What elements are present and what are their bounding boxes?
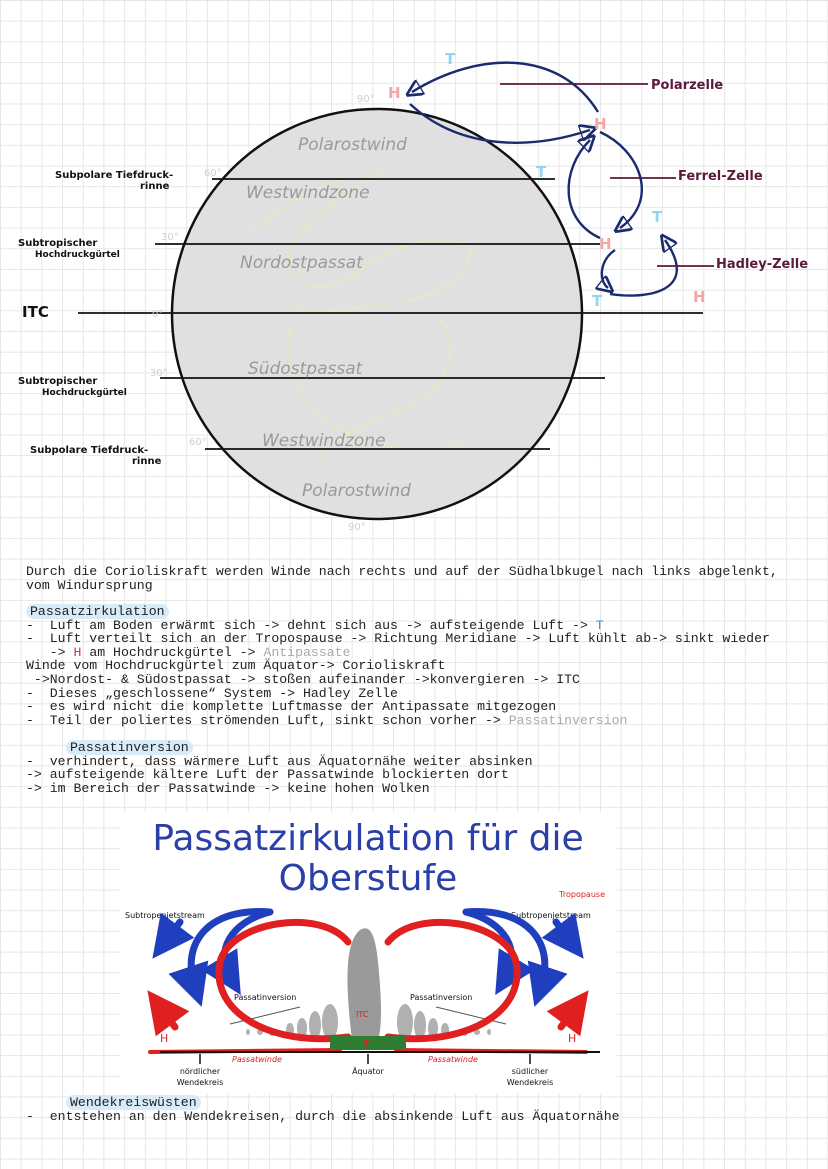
jetstream-label: Subtropenjetstream	[125, 911, 205, 920]
subtropic-south-label: Subtropischer	[18, 376, 97, 387]
section-heading: Passatinversion	[66, 740, 193, 755]
text-line: - Teil der poliertes strömenden Luft, si…	[26, 712, 628, 728]
tropic-label: südlicher	[512, 1067, 549, 1076]
atmospheric-circulation-diagram: 90° 60° 30° 0° 30° 60° 90° Polarostwind …	[18, 50, 808, 533]
tropopause-label: Tropopause	[558, 890, 605, 899]
high-pressure-marker: H	[73, 644, 82, 660]
text-line: - Luft am Boden erwärmt sich -> dehnt si…	[26, 617, 604, 633]
passatinversion-section: Passatinversion - verhindert, dass wärme…	[26, 740, 816, 796]
zone-label: Südostpassat	[248, 359, 364, 379]
high-pressure-marker: H	[388, 84, 401, 102]
intro-paragraph: Durch die Corioliskraft werden Winde nac…	[26, 565, 816, 592]
wind-swirls	[249, 169, 471, 461]
zone-label: Polarostwind	[302, 481, 411, 501]
subtropic-north-label: Subtropischer	[18, 238, 97, 249]
low-pressure-marker: T	[595, 617, 604, 633]
low-pressure-marker: T	[536, 163, 547, 181]
low-pressure-marker: T	[592, 292, 603, 310]
passatwinde-label: Passatwinde	[428, 1055, 478, 1064]
text-line: -> aufsteigende kältere Luft der Passatw…	[26, 767, 509, 783]
latitude-lines	[78, 178, 703, 450]
h-figure-label: H	[160, 1032, 168, 1045]
zone-label: Nordostpassat	[240, 253, 364, 273]
jetstream-label: Subtropenjetstream	[511, 911, 591, 920]
degree-label: 90°	[348, 522, 366, 533]
degree-label: 0°	[152, 309, 163, 320]
subtropic-north-label: Hochdruckgürtel	[35, 250, 120, 260]
passatzirkulation-section: Passatzirkulation - Luft am Boden erwärm…	[26, 604, 816, 728]
degree-label: 60°	[204, 168, 222, 179]
figure-title: Passatzirkulation für die	[152, 818, 583, 859]
text-line: Winde vom Hochdruckgürtel zum Äquator-> …	[26, 658, 446, 674]
ferrel-zelle-label: Ferrel-Zelle	[678, 169, 763, 184]
degree-label: 60°	[189, 437, 207, 448]
text-line: - Luft verteilt sich an der Tropospause …	[26, 631, 770, 647]
degree-label: 30°	[161, 232, 179, 243]
zone-label: Westwindzone	[262, 431, 386, 451]
subpolar-north-label: Subpolare Tiefdruck-	[55, 170, 173, 181]
text-line: - es wird nicht die komplette Luftmasse …	[26, 699, 557, 715]
itc-label: ITC	[22, 303, 49, 321]
text-line: - verhindert, dass wärmere Luft aus Äqua…	[26, 753, 533, 769]
zone-label: Westwindzone	[246, 183, 370, 203]
section-heading: Passatzirkulation	[26, 604, 169, 619]
t-figure-label: T	[362, 1038, 370, 1051]
section-heading: Wendekreiswüsten	[66, 1095, 201, 1110]
degree-label: 90°	[357, 94, 375, 105]
low-pressure-marker: T	[652, 208, 663, 226]
degree-label: 30°	[150, 368, 168, 379]
polarzelle-label: Polarzelle	[651, 78, 723, 93]
subtropic-south-label: Hochdruckgürtel	[42, 388, 127, 398]
tropic-label: Wendekreis	[177, 1078, 224, 1087]
text-line: -> im Bereich der Passatwinde -> keine h…	[26, 780, 430, 796]
passatinversion-label: Passatinversion	[234, 993, 296, 1002]
text-line: - Dieses „geschlossene“ System -> Hadley…	[26, 685, 398, 701]
text-line: Durch die Corioliskraft werden Winde nac…	[26, 564, 778, 579]
hadley-zelle-label: Hadley-Zelle	[716, 257, 808, 272]
high-pressure-marker: H	[693, 288, 706, 306]
equator-label: Äquator	[352, 1066, 384, 1076]
globe	[170, 107, 584, 521]
tropic-label: Wendekreis	[507, 1078, 554, 1087]
text-line: - entstehen an den Wendekreisen, durch d…	[26, 1108, 620, 1124]
passat-circulation-figure: Passatzirkulation für die Oberstufe Trop…	[120, 812, 616, 1094]
h-figure-label: H	[568, 1032, 576, 1045]
figure-title: Oberstufe	[279, 858, 458, 899]
text-line: vom Windursprung	[26, 577, 153, 593]
zone-label: Polarostwind	[298, 135, 407, 155]
high-pressure-marker: H	[599, 235, 612, 253]
itc-figure-label: ITC	[356, 1010, 369, 1019]
passatinversion-label: Passatinversion	[410, 993, 472, 1002]
wendekreiswuesten-section: Wendekreiswüsten - entstehen an den Wend…	[26, 1095, 816, 1124]
text-line: ->Nordost- & Südostpassat -> stoßen aufe…	[26, 671, 580, 687]
subpolar-south-label: rinne	[132, 456, 162, 467]
passatwinde-label: Passatwinde	[232, 1055, 282, 1064]
high-pressure-marker: H	[594, 115, 607, 133]
subpolar-north-label: rinne	[140, 181, 170, 192]
tropic-label: nördlicher	[180, 1067, 221, 1076]
low-pressure-marker: T	[445, 50, 456, 68]
circulation-arrows	[410, 61, 679, 297]
text-line: -> H am Hochdruckgürtel -> Antipassate	[26, 644, 351, 660]
subpolar-south-label: Subpolare Tiefdruck-	[30, 445, 148, 456]
